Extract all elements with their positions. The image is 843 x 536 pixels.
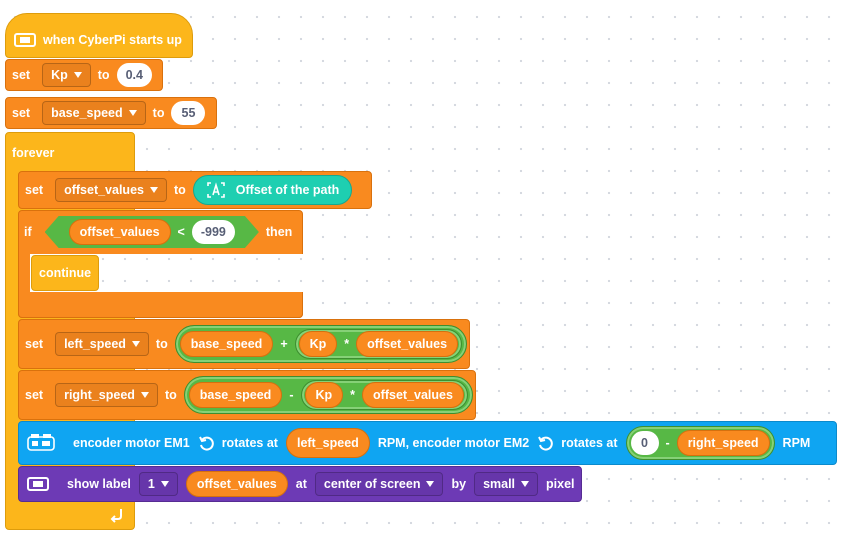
dropdown-arrow-icon xyxy=(73,72,82,78)
label-number-dropdown[interactable]: 1 xyxy=(138,472,178,496)
to-keyword: to xyxy=(97,68,110,82)
rotate-counterclockwise-icon xyxy=(537,435,554,451)
cyberpi-icon xyxy=(14,33,36,47)
left-speed-reporter[interactable]: left_speed xyxy=(285,428,370,458)
kp-value-input[interactable]: 0.4 xyxy=(116,63,152,87)
base-speed-reporter[interactable]: base_speed xyxy=(188,382,283,408)
rotates-at-label: rotates at xyxy=(221,436,278,450)
to-keyword: to xyxy=(164,388,177,402)
encoder-motor-icon xyxy=(27,433,55,453)
offset-values-reporter[interactable]: offset_values xyxy=(362,382,464,408)
if-block-footer xyxy=(18,292,303,318)
threshold-value-input[interactable]: -999 xyxy=(191,220,235,244)
set-keyword: set xyxy=(12,106,31,120)
variable-dropdown-offset-values[interactable]: offset_values xyxy=(55,178,167,202)
loop-arrow-icon xyxy=(108,506,126,524)
dropdown-arrow-icon xyxy=(128,110,137,116)
offset-path-sensor-reporter[interactable]: Offset of the path xyxy=(192,175,353,205)
set-offset-values-block[interactable]: set offset_values to Offset of the path xyxy=(18,171,372,209)
dropdown-arrow-icon xyxy=(149,187,158,193)
rotates-at-label: rotates at xyxy=(561,436,618,450)
set-keyword: set xyxy=(25,183,44,197)
minus-operator: - xyxy=(289,388,294,402)
continue-label: continue xyxy=(39,266,92,280)
less-than-operator: < xyxy=(177,225,185,239)
when-cyberpi-starts-hat-block[interactable]: when CyberPi starts up xyxy=(5,13,193,58)
set-right-speed-block[interactable]: set right_speed to base_speed - Kp * off… xyxy=(18,370,476,420)
variable-dropdown-left-speed[interactable]: left_speed xyxy=(55,332,149,356)
pixel-label: pixel xyxy=(546,477,575,491)
right-speed-reporter[interactable]: right_speed xyxy=(676,430,770,456)
line-follower-icon xyxy=(206,181,226,199)
variable-dropdown-right-speed[interactable]: right_speed xyxy=(55,383,158,407)
times-operator: * xyxy=(344,337,350,351)
size-dropdown[interactable]: small xyxy=(474,472,539,496)
set-base-speed-block[interactable]: set base_speed to 55 xyxy=(5,97,217,129)
multiply-operator-block[interactable]: Kp * offset_values xyxy=(294,329,463,359)
set-left-speed-block[interactable]: set left_speed to base_speed + Kp * offs… xyxy=(18,319,470,369)
set-keyword: set xyxy=(25,337,44,351)
set-kp-block[interactable]: set Kp to 0.4 xyxy=(5,59,163,91)
kp-reporter[interactable]: Kp xyxy=(298,331,338,357)
rpm-label: RPM xyxy=(782,436,811,450)
kp-reporter[interactable]: Kp xyxy=(304,382,344,408)
motor-em1-label: encoder motor EM1 xyxy=(73,436,190,450)
addition-operator-block[interactable]: base_speed + Kp * offset_values xyxy=(174,325,468,363)
to-keyword: to xyxy=(152,106,165,120)
dropdown-arrow-icon xyxy=(521,481,530,487)
offset-values-reporter[interactable]: offset_values xyxy=(68,219,171,245)
to-keyword: to xyxy=(155,337,168,351)
continue-block[interactable]: continue xyxy=(31,255,99,291)
encoder-motor-block[interactable]: encoder motor EM1 rotates at left_speed … xyxy=(18,421,837,465)
dropdown-arrow-icon xyxy=(140,392,149,398)
negation-operator-block[interactable]: 0 - right_speed xyxy=(625,426,775,460)
base-speed-reporter[interactable]: base_speed xyxy=(179,331,274,357)
if-block-header[interactable]: if offset_values < -999 then xyxy=(24,215,292,249)
to-keyword: to xyxy=(173,183,186,197)
forever-block-header[interactable]: forever xyxy=(12,141,54,165)
show-label-block[interactable]: show label 1 offset_values at center of … xyxy=(18,466,582,502)
dropdown-arrow-icon xyxy=(160,481,169,487)
variable-dropdown-base-speed[interactable]: base_speed xyxy=(42,101,146,125)
times-operator: * xyxy=(350,388,356,402)
subtraction-operator-block[interactable]: base_speed - Kp * offset_values xyxy=(183,376,473,414)
multiply-operator-block[interactable]: Kp * offset_values xyxy=(300,380,468,410)
minus-operator: - xyxy=(665,436,670,450)
variable-dropdown-kp[interactable]: Kp xyxy=(42,63,91,87)
rpm-em2-label: RPM, encoder motor EM2 xyxy=(377,436,530,450)
if-keyword: if xyxy=(24,225,32,239)
display-icon xyxy=(27,477,49,491)
show-label-text: show label xyxy=(67,477,131,491)
set-keyword: set xyxy=(25,388,44,402)
hat-label: when CyberPi starts up xyxy=(43,33,182,47)
set-keyword: set xyxy=(12,68,31,82)
at-label: at xyxy=(295,477,307,491)
position-dropdown[interactable]: center of screen xyxy=(314,472,444,496)
zero-value-input[interactable]: 0 xyxy=(630,431,659,455)
rotate-counterclockwise-icon xyxy=(198,435,214,451)
by-label: by xyxy=(451,477,467,491)
less-than-condition[interactable]: offset_values < -999 xyxy=(45,216,259,248)
dropdown-arrow-icon xyxy=(426,481,435,487)
dropdown-arrow-icon xyxy=(131,341,140,347)
base-speed-value-input[interactable]: 55 xyxy=(171,101,206,125)
then-keyword: then xyxy=(265,225,293,239)
offset-values-reporter[interactable]: offset_values xyxy=(185,471,288,497)
plus-operator: + xyxy=(280,337,288,351)
forever-label: forever xyxy=(12,146,55,160)
offset-values-reporter[interactable]: offset_values xyxy=(356,331,459,357)
